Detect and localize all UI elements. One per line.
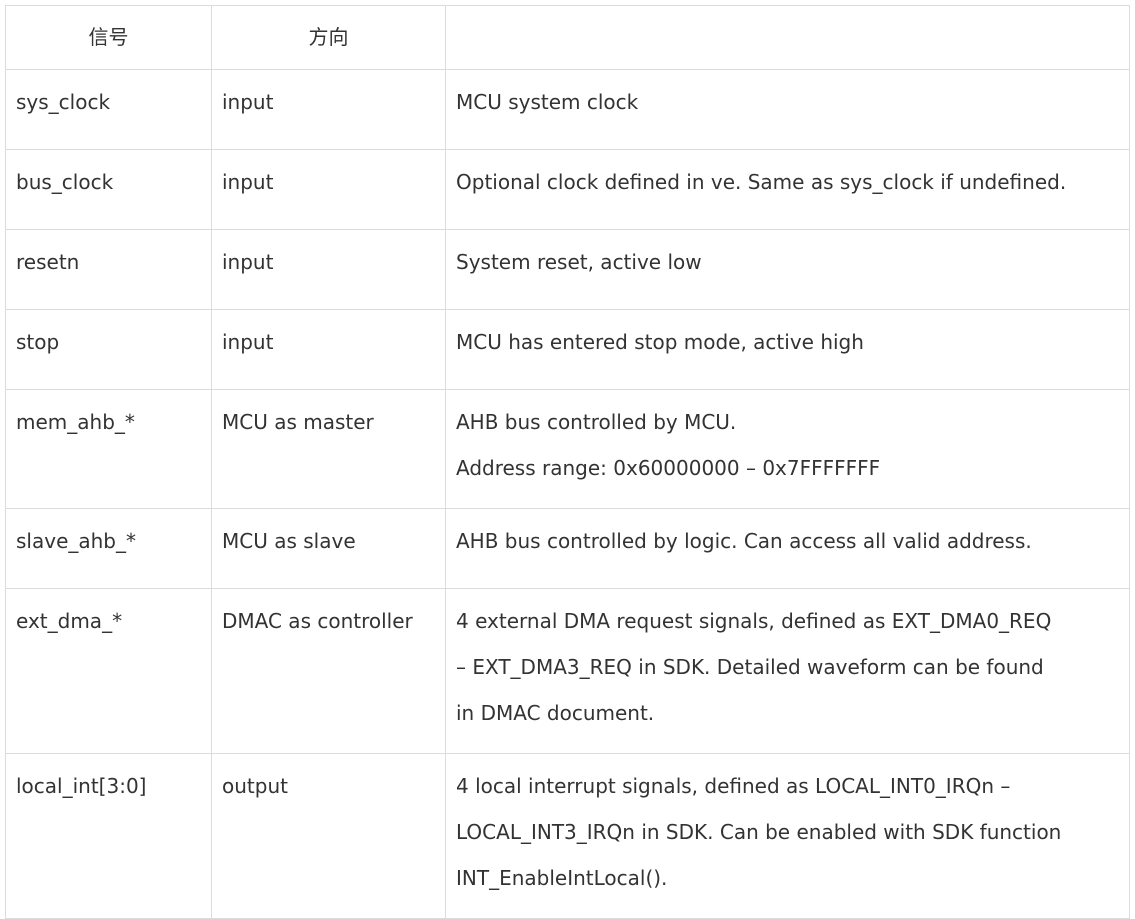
header-signal: 信号 — [5, 5, 212, 70]
description-cell: MCU has entered stop mode, active high — [445, 309, 1130, 390]
description-cell: 4 external DMA request signals, defined … — [445, 588, 1130, 754]
description-cell: System reset, active low — [445, 229, 1130, 310]
description-line: in DMAC document. — [456, 701, 655, 725]
description-cell: Optional clock defined in ve. Same as sy… — [445, 149, 1130, 230]
table-row: ext_dma_* DMAC as controller 4 external … — [5, 588, 1130, 754]
description-cell: AHB bus controlled by logic. Can access … — [445, 508, 1130, 589]
signal-cell: slave_ahb_* — [5, 508, 212, 589]
table-row: mem_ahb_* MCU as master AHB bus controll… — [5, 389, 1130, 509]
table-row: bus_clock input Optional clock defined i… — [5, 149, 1130, 230]
direction-cell: DMAC as controller — [211, 588, 446, 754]
signal-cell: stop — [5, 309, 212, 390]
header-description — [445, 5, 1130, 70]
table-row: stop input MCU has entered stop mode, ac… — [5, 309, 1130, 390]
signal-cell: mem_ahb_* — [5, 389, 212, 509]
signal-table: 信号 方向 sys_clock input MCU system clock b… — [5, 5, 1130, 919]
header-direction: 方向 — [211, 5, 446, 70]
table-row: resetn input System reset, active low — [5, 229, 1130, 310]
description-line: 4 external DMA request signals, defined … — [456, 609, 1052, 633]
direction-cell: output — [211, 753, 446, 919]
description-line: MCU system clock — [456, 90, 639, 114]
description-line: System reset, active low — [456, 250, 702, 274]
signal-cell: sys_clock — [5, 69, 212, 150]
direction-cell: MCU as master — [211, 389, 446, 509]
direction-cell: input — [211, 309, 446, 390]
description-cell: 4 local interrupt signals, defined as LO… — [445, 753, 1130, 919]
description-line: Optional clock defined in ve. Same as sy… — [456, 170, 1067, 194]
description-line: MCU has entered stop mode, active high — [456, 330, 864, 354]
description-cell: MCU system clock — [445, 69, 1130, 150]
direction-cell: input — [211, 229, 446, 310]
description-line: LOCAL_INT3_IRQn in SDK. Can be enabled w… — [456, 820, 1062, 844]
description-line: Address range: 0x60000000 – 0x7FFFFFFF — [456, 456, 881, 480]
table-row: slave_ahb_* MCU as slave AHB bus control… — [5, 508, 1130, 589]
description-line: AHB bus controlled by MCU. — [456, 410, 737, 434]
signal-cell: ext_dma_* — [5, 588, 212, 754]
table-row: sys_clock input MCU system clock — [5, 69, 1130, 150]
signal-cell: bus_clock — [5, 149, 212, 230]
signal-cell: resetn — [5, 229, 212, 310]
description-line: INT_EnableIntLocal(). — [456, 866, 668, 890]
signal-cell: local_int[3:0] — [5, 753, 212, 919]
table-row: local_int[3:0] output 4 local interrupt … — [5, 753, 1130, 919]
description-line: 4 local interrupt signals, defined as LO… — [456, 774, 1011, 798]
description-cell: AHB bus controlled by MCU. Address range… — [445, 389, 1130, 509]
direction-cell: MCU as slave — [211, 508, 446, 589]
direction-cell: input — [211, 149, 446, 230]
direction-cell: input — [211, 69, 446, 150]
description-line: – EXT_DMA3_REQ in SDK. Detailed waveform… — [456, 655, 1044, 679]
description-line: AHB bus controlled by logic. Can access … — [456, 529, 1032, 553]
table-header-row: 信号 方向 — [5, 5, 1130, 70]
